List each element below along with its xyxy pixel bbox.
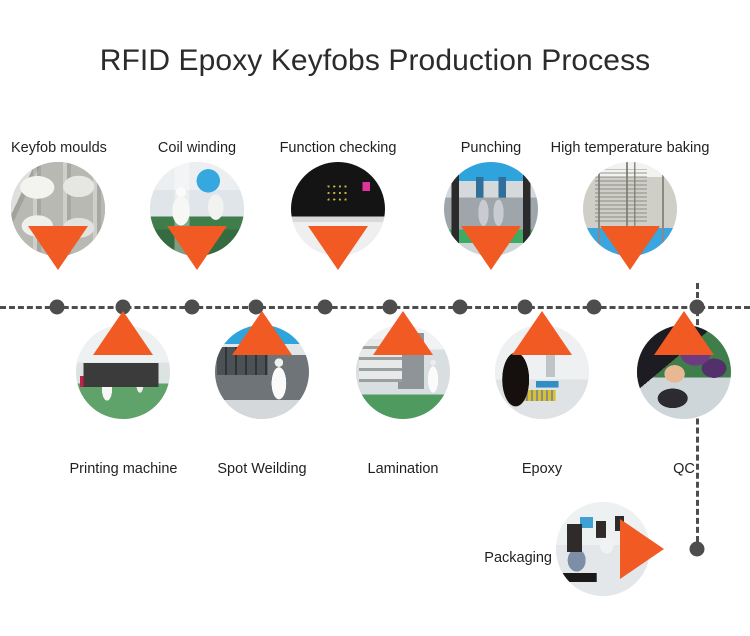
timeline-dot [115, 299, 131, 315]
step-label-coil-winding: Coil winding [157, 140, 237, 156]
pin-pointer-icon [654, 311, 714, 355]
step-lamination[interactable] [356, 311, 450, 419]
step-label-epoxy: Epoxy [521, 461, 563, 477]
timeline-dot [586, 299, 602, 315]
step-qc[interactable] [637, 311, 731, 419]
pin-pointer-icon [461, 226, 521, 270]
step-label-spot-welding: Spot Weilding [217, 461, 307, 477]
step-epoxy[interactable] [495, 311, 589, 419]
pin-pointer-icon [308, 226, 368, 270]
step-label-qc: QC [673, 461, 695, 477]
timeline-dot [382, 299, 398, 315]
pin-pointer-icon [232, 311, 292, 355]
page-title: RFID Epoxy Keyfobs Production Process [99, 44, 651, 77]
step-coil-winding[interactable] [150, 162, 244, 270]
step-label-function-checking: Function checking [279, 140, 397, 156]
timeline-dot [317, 299, 333, 315]
step-keyfob-moulds[interactable] [11, 162, 105, 270]
pin-pointer-icon [600, 226, 660, 270]
timeline-dot [184, 299, 200, 315]
timeline-dot [452, 299, 468, 315]
step-label-packaging: Packaging [484, 550, 552, 566]
timeline-dot-packaging-end [689, 541, 705, 557]
pin-pointer-icon [620, 519, 664, 579]
timeline-dot [517, 299, 533, 315]
pin-pointer-icon [28, 226, 88, 270]
step-label-punching: Punching [460, 140, 522, 156]
pin-pointer-icon [93, 311, 153, 355]
step-punching[interactable] [444, 162, 538, 270]
step-spot-welding[interactable] [215, 311, 309, 419]
step-packaging[interactable] [556, 502, 664, 596]
timeline-dot [689, 299, 705, 315]
step-label-high-temperature-baking: High temperature baking [550, 140, 710, 156]
step-high-temperature-baking[interactable] [583, 162, 677, 270]
step-label-keyfob-moulds: Keyfob moulds [11, 140, 107, 156]
step-function-checking[interactable] [291, 162, 385, 270]
step-printing-machine[interactable] [76, 311, 170, 419]
timeline-dot [248, 299, 264, 315]
step-label-printing-machine: Printing machine [69, 461, 178, 477]
timeline-horizontal-dashed-line [0, 306, 750, 309]
pin-pointer-icon [512, 311, 572, 355]
pin-pointer-icon [373, 311, 433, 355]
timeline-dot [49, 299, 65, 315]
step-label-lamination: Lamination [367, 461, 439, 477]
pin-pointer-icon [167, 226, 227, 270]
